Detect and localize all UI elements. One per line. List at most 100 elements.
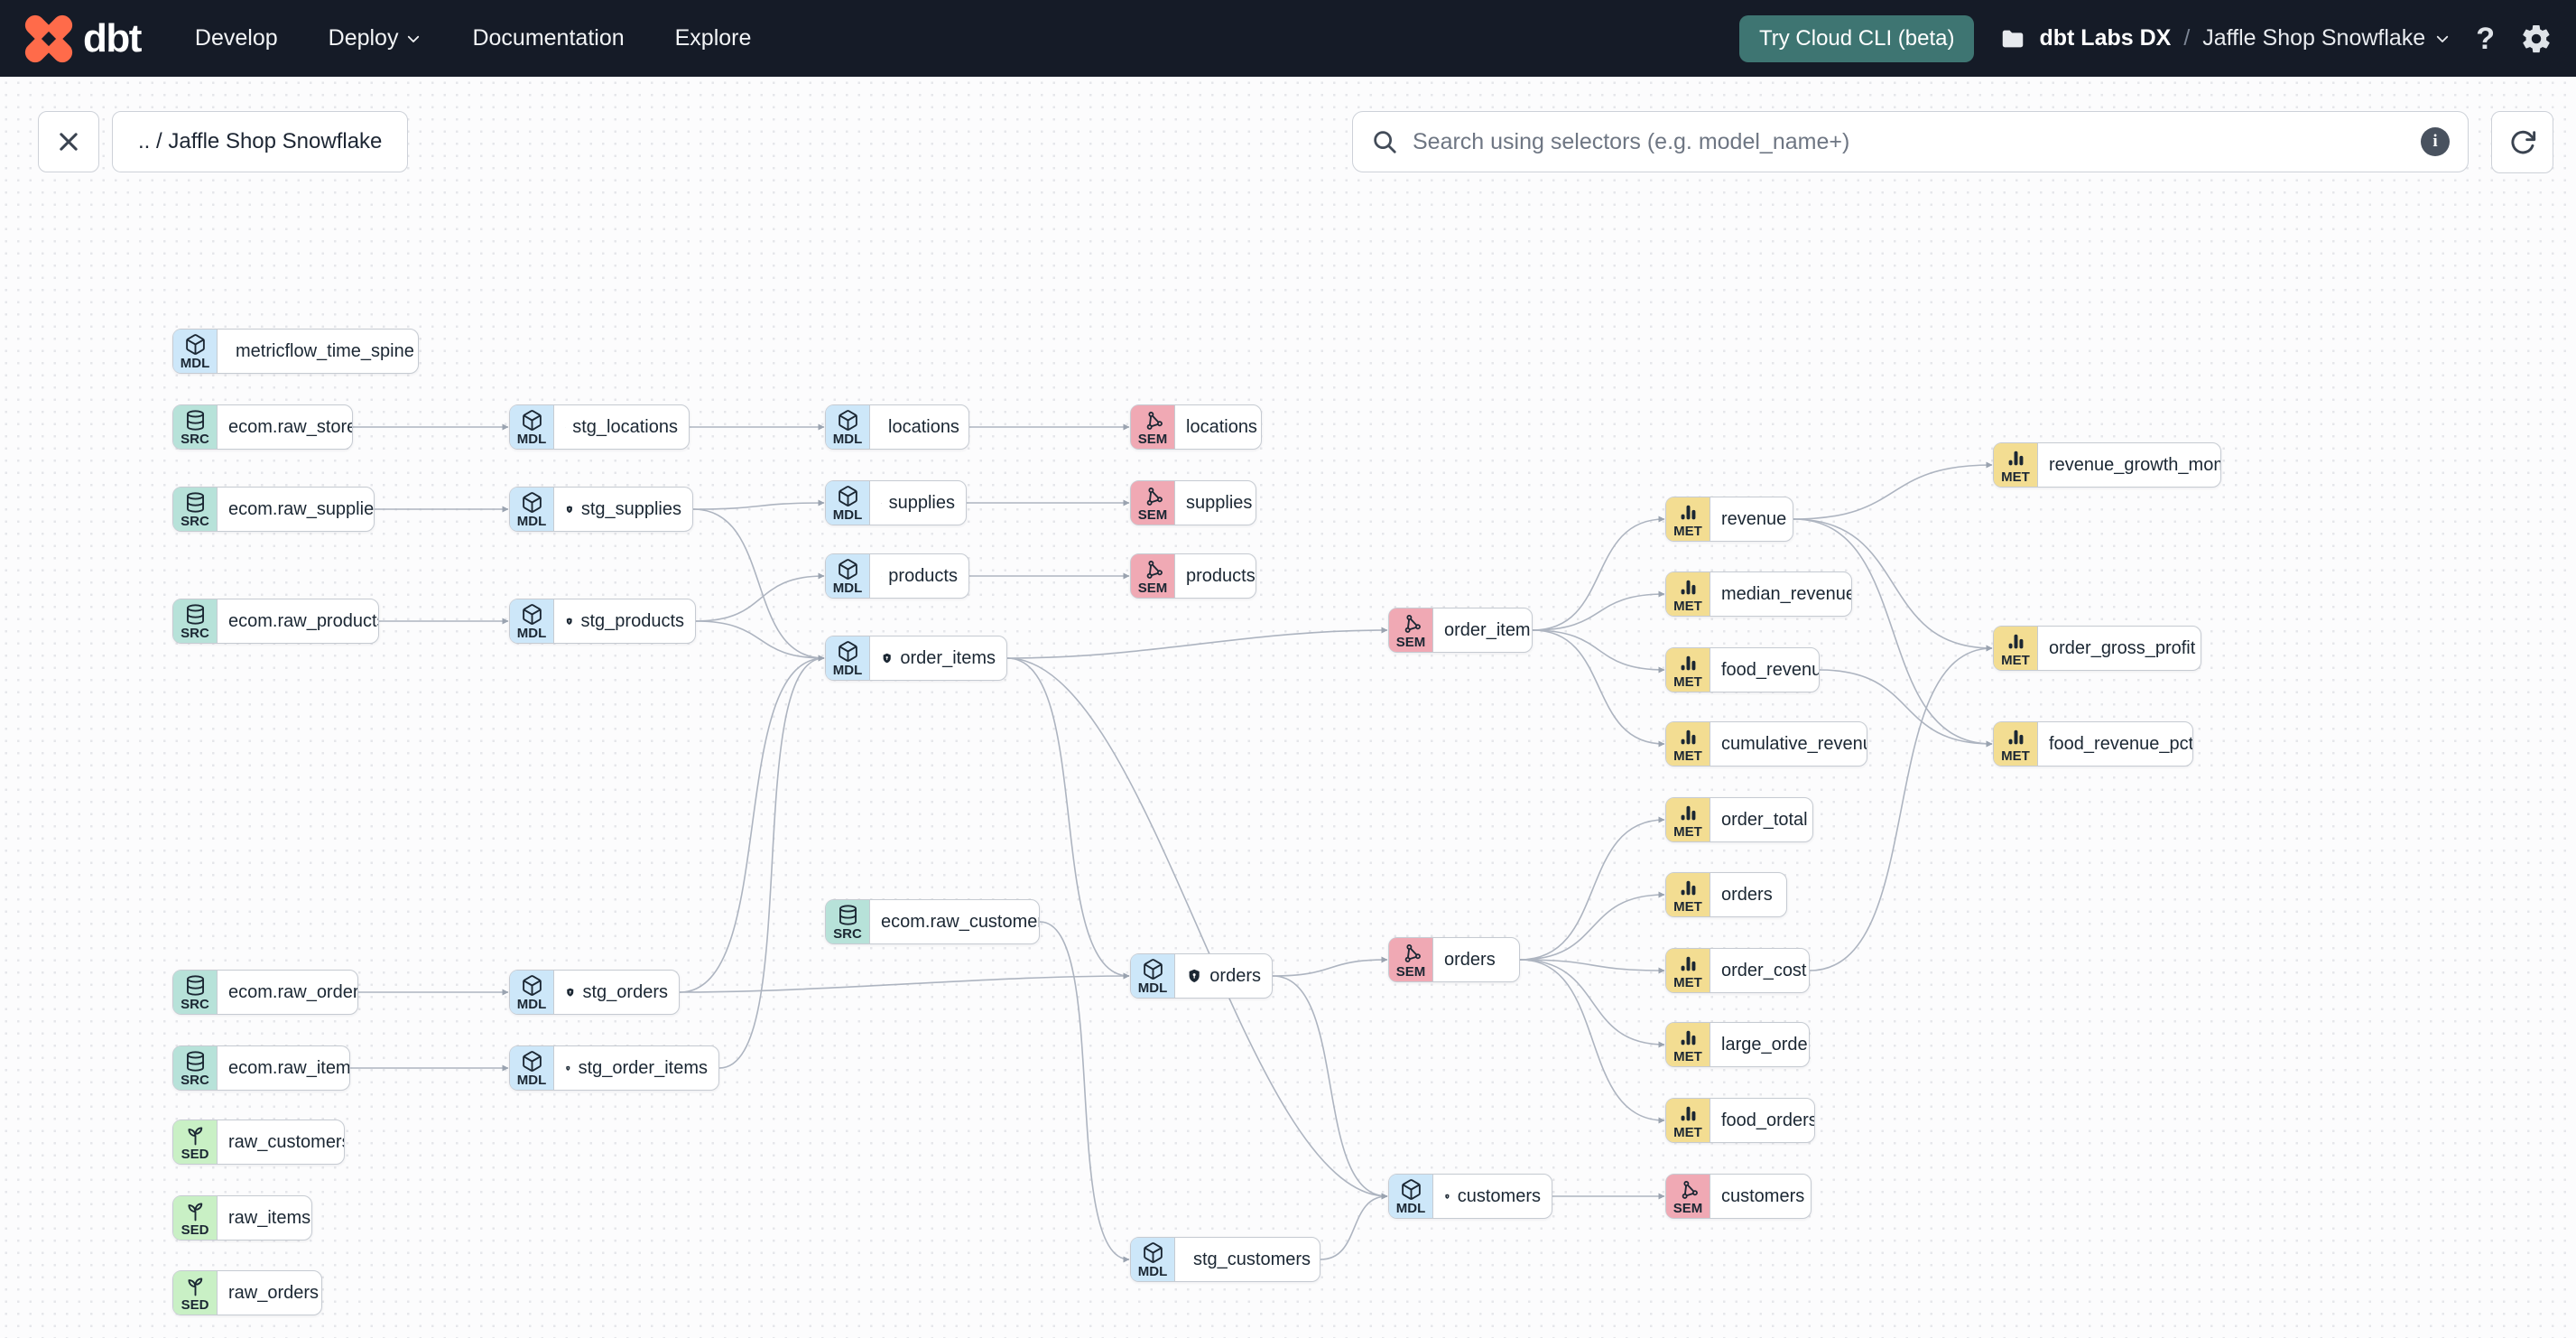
node-label: metricflow_time_spine [236, 340, 414, 361]
refresh-button[interactable] [2491, 111, 2553, 173]
account-name[interactable]: dbt Labs DX [2039, 25, 2172, 51]
graph-node-locations[interactable]: SEM locations [1130, 404, 1262, 450]
node-body: orders [1710, 873, 1784, 916]
close-lineage-button[interactable] [38, 111, 99, 172]
node-type-label: SEM [1137, 506, 1168, 523]
node-label: order_cost [1721, 960, 1807, 980]
shield-icon [566, 1065, 570, 1071]
node-type-badge: SEM [1389, 938, 1433, 981]
node-type-badge: SRC [826, 900, 870, 943]
nav-item-explore[interactable]: Explore [674, 25, 752, 51]
node-body: median_revenue [1710, 572, 1851, 616]
node-type-label: MDL [1137, 980, 1168, 996]
help-button[interactable]: ? [2476, 21, 2495, 56]
lineage-breadcrumb[interactable]: .. / Jaffle Shop Snowflake [112, 111, 409, 172]
node-label: locations [1186, 416, 1257, 437]
node-type-badge: MDL [826, 481, 870, 525]
node-type-badge: MET [1666, 949, 1710, 992]
node-type-label: SEM [1137, 580, 1168, 596]
node-type-badge: SEM [1131, 554, 1175, 598]
nav-item-deploy[interactable]: Deploy [329, 25, 422, 51]
node-label: order_gross_profit [2049, 637, 2196, 658]
source-icon [839, 904, 857, 925]
node-body: products [870, 554, 968, 598]
node-type-badge: SED [173, 1271, 218, 1315]
node-type-badge: SEM [1131, 405, 1175, 449]
graph-node-order-cost[interactable]: MET order_cost [1665, 948, 1810, 993]
graph-node-order-total[interactable]: MET order_total [1665, 797, 1813, 842]
node-body: order_item [1433, 609, 1532, 652]
node-type-badge: MET [1666, 798, 1710, 841]
node-type-badge: MET [1666, 648, 1710, 692]
search-input[interactable] [1411, 127, 2408, 156]
graph-node-order-gross-profit[interactable]: MET order_gross_profit [1993, 626, 2201, 671]
metric-icon [2008, 729, 2023, 744]
node-type-label: MET [1673, 823, 1702, 840]
node-body: ecom.raw_orders [218, 971, 357, 1014]
node-body: large_order [1710, 1023, 1809, 1066]
node-label: order_item [1444, 619, 1531, 640]
project-selector[interactable]: Jaffle Shop Snowflake [2202, 25, 2451, 51]
node-type-label: MET [2001, 652, 2030, 668]
lineage-breadcrumb-label: .. / Jaffle Shop Snowflake [138, 129, 383, 153]
node-body: customers [1710, 1175, 1811, 1218]
nav-item-develop[interactable]: Develop [194, 25, 278, 51]
node-body: order_total [1710, 798, 1812, 841]
info-icon[interactable]: i [2421, 127, 2450, 156]
graph-edge-stg_supplies-to-order_items [692, 508, 825, 662]
node-label: large_order [1721, 1034, 1809, 1055]
dbt-logo[interactable]: dbt [23, 14, 142, 64]
shield-icon [566, 617, 572, 625]
node-label: revenue_growth_mom [2049, 454, 2220, 475]
source-icon [186, 974, 204, 996]
node-label: stg_locations [572, 416, 678, 437]
node-type-label: SEM [1395, 963, 1426, 980]
node-type-label: MET [1673, 674, 1702, 690]
node-body: ecom.raw_items [218, 1046, 349, 1090]
lineage-canvas[interactable] [0, 77, 2576, 1338]
settings-gear-icon[interactable] [2520, 23, 2553, 55]
graph-edge-stg_products-to-order_items [695, 620, 825, 662]
node-label: ecom.raw_stores [228, 416, 352, 437]
node-type-badge: MET [1666, 1099, 1710, 1142]
model-icon [838, 558, 857, 580]
try-cloud-cli-button[interactable]: Try Cloud CLI (beta) [1738, 14, 1975, 62]
nav-item-documentation[interactable]: Documentation [472, 25, 625, 51]
